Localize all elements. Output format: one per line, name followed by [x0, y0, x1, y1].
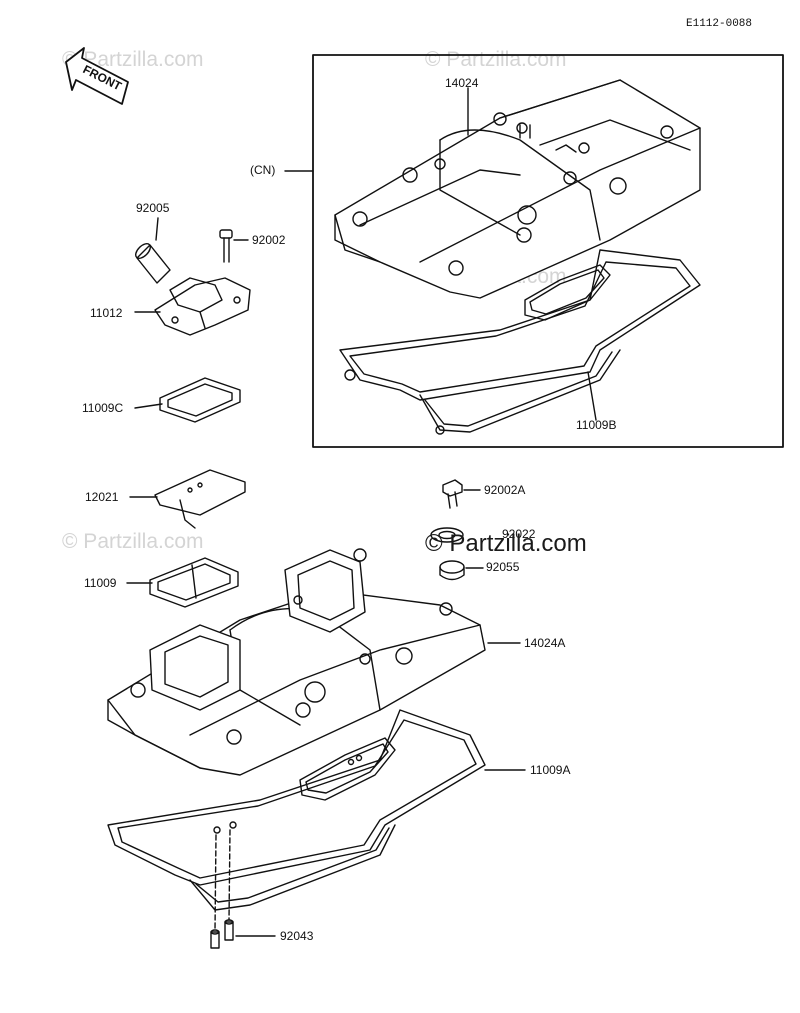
label-12021: 12021 — [85, 490, 119, 504]
gasket-11009 — [126, 557, 239, 608]
gasket-11009c — [134, 377, 241, 423]
label-92043: 92043 — [280, 929, 314, 943]
label-14024: 14024 — [445, 76, 479, 90]
plate-12021 — [129, 469, 246, 529]
gasket-11009b — [339, 249, 701, 435]
label-14024a: 14024A — [524, 636, 566, 650]
label-11009c: 11009C — [82, 401, 124, 415]
gasket-11009a — [107, 709, 526, 911]
label-92005: 92005 — [136, 201, 170, 215]
label-92002: 92002 — [252, 233, 286, 247]
breather-pipe-92005 — [135, 217, 171, 284]
label-11012: 11012 — [90, 306, 123, 320]
label-cn: (CN) — [250, 163, 276, 177]
leader-11009b — [587, 371, 597, 421]
label-11009b: 11009B — [576, 418, 617, 432]
bolt-92002a — [442, 479, 481, 509]
label-92055: 92055 — [486, 560, 520, 574]
watermark: © Partzilla.com — [425, 48, 567, 71]
dowel-pins-92043 — [210, 829, 276, 949]
cn-group-box — [312, 54, 784, 448]
front-arrow-icon: FRONT — [65, 47, 129, 105]
label-11009: 11009 — [84, 576, 117, 590]
breather-cover-11012 — [134, 277, 251, 336]
watermark: © Partzilla.com — [62, 530, 204, 553]
label-11009a: 11009A — [530, 763, 571, 777]
watermark-main: © Partzilla.com — [425, 530, 587, 557]
label-92022: 92022 — [502, 527, 536, 541]
cylinder-head-cover-14024a — [107, 548, 521, 776]
diagram-code: E1112-0088 — [686, 18, 753, 30]
washer-92022 — [430, 527, 464, 543]
label-92002a: 92002A — [484, 483, 526, 497]
grommet-92055 — [439, 560, 484, 581]
cylinder-head-cover-14024 — [334, 79, 701, 299]
bolt-92002 — [219, 229, 249, 263]
